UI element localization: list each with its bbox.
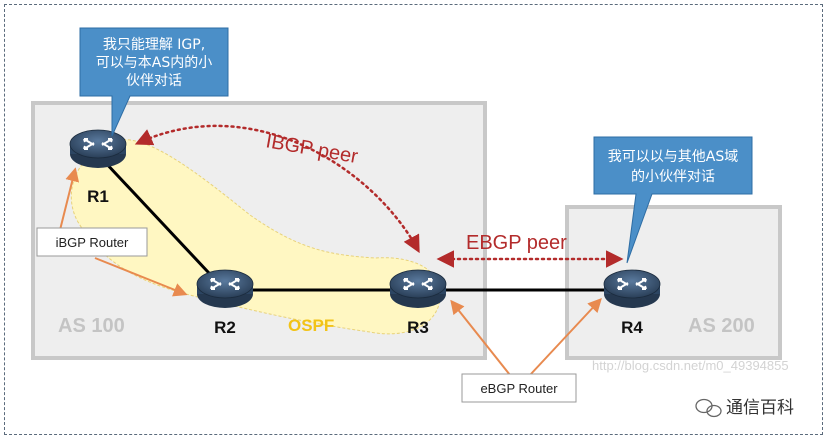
- ebgp-router-arrow-r4: [529, 297, 602, 376]
- callout-left-line-2: 可以与本AS内的小: [96, 55, 212, 71]
- ebgp-peer-label: EBGP peer: [466, 232, 567, 254]
- router-label-r2: R2: [214, 318, 236, 337]
- router-label-r1: R1: [87, 187, 109, 206]
- ibgp-router-arrow-r1: [59, 167, 80, 231]
- ebgp-router-label: eBGP Router: [480, 381, 558, 396]
- wechat-icon: [695, 398, 722, 418]
- brand-name: 通信百科: [726, 398, 794, 418]
- router-r2: R2: [196, 269, 254, 337]
- callout-left-line-3: 伙伴对话: [126, 73, 182, 89]
- ebgp-router-arrow-r3: [450, 299, 511, 376]
- as200-label: AS 200: [688, 315, 755, 337]
- router-label-r3: R3: [407, 318, 429, 337]
- router-r3: R3: [389, 269, 447, 337]
- callout-right-line-1: 我可以以与其他AS域: [608, 149, 738, 165]
- as200-area: [565, 205, 782, 360]
- callout-right-line-2: 的小伙伴对话: [631, 169, 715, 185]
- diagram-frame: [4, 4, 823, 435]
- router-r4: R4: [603, 269, 661, 337]
- router-icon: [69, 129, 127, 168]
- ibgp-router-arrow-r2: [94, 257, 188, 297]
- router-icon: [196, 269, 254, 308]
- router-icon: [389, 269, 447, 308]
- router-icon: [603, 269, 661, 308]
- callout-right: 我可以以与其他AS域 的小伙伴对话: [593, 136, 753, 264]
- ospf-label: OSPF: [288, 316, 334, 335]
- as100-label: AS 100: [58, 315, 125, 337]
- watermark-url: http://blog.csdn.net/m0_49394855: [592, 358, 789, 373]
- ebgp-router-box: eBGP Router: [461, 373, 577, 403]
- router-r1: R1: [69, 129, 127, 206]
- callout-left: 我只能理解 IGP, 可以与本AS内的小 伙伴对话: [79, 27, 229, 137]
- ibgp-router-box: iBGP Router: [36, 227, 148, 257]
- ibgp-peer-arrow: [134, 124, 420, 254]
- router-label-r4: R4: [621, 318, 643, 337]
- callout-left-line-1: 我只能理解 IGP,: [103, 37, 205, 53]
- brand-logo: 通信百科: [695, 398, 794, 418]
- ibgp-router-label: iBGP Router: [56, 235, 129, 250]
